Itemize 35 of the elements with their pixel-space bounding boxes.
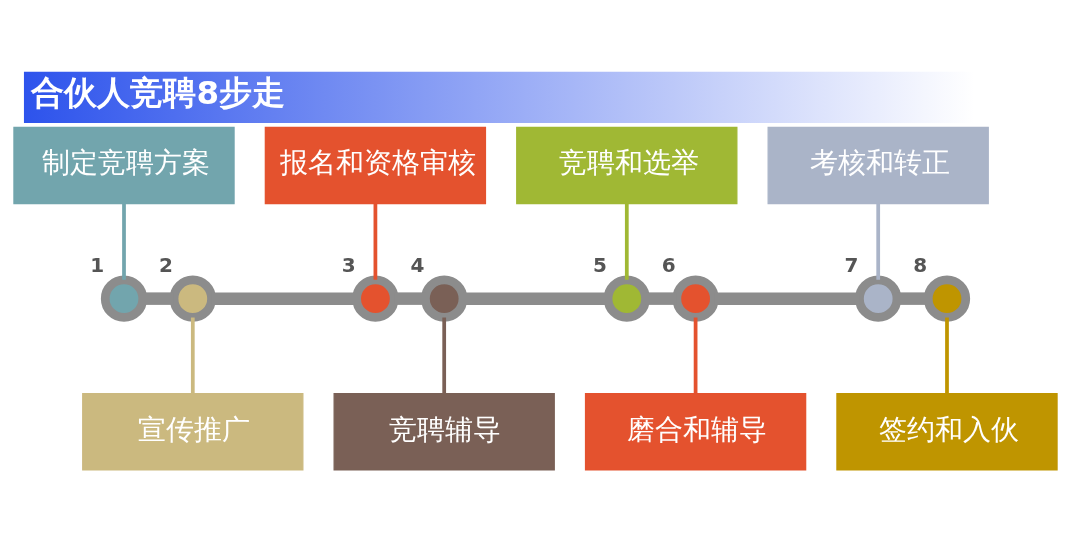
node-box: 磨合和辅导 bbox=[584, 393, 807, 471]
node-circle bbox=[603, 275, 650, 322]
connector bbox=[373, 203, 378, 280]
node-label: 6 bbox=[661, 253, 676, 278]
node-circle bbox=[923, 275, 971, 322]
node-circle bbox=[855, 275, 902, 322]
node-label: 5 bbox=[593, 253, 607, 278]
node-label: 3 bbox=[341, 253, 356, 278]
connector bbox=[190, 317, 195, 394]
node-label: 1 bbox=[90, 253, 105, 278]
node-box: 签约和入伙 bbox=[836, 393, 1058, 471]
node-circle bbox=[100, 275, 148, 322]
node-circle bbox=[672, 275, 719, 322]
node-label: 4 bbox=[410, 253, 425, 278]
connector bbox=[442, 317, 447, 394]
node-box: 竞聘和选举 bbox=[516, 126, 738, 205]
node-label: 2 bbox=[159, 253, 173, 278]
node-circle bbox=[352, 275, 399, 322]
node-label: 8 bbox=[913, 253, 928, 278]
connector bbox=[693, 317, 698, 394]
connector bbox=[624, 203, 629, 280]
connector bbox=[122, 203, 126, 280]
node-box: 报名和资格审核 bbox=[264, 126, 487, 205]
diagram-title: 合伙人竞聘8步走 bbox=[31, 73, 286, 112]
connector bbox=[876, 203, 881, 280]
node-box: 竞聘辅导 bbox=[333, 393, 555, 471]
node-circle bbox=[169, 275, 216, 322]
node-box: 宣传推广 bbox=[82, 393, 304, 471]
node-box: 考核和转正 bbox=[767, 126, 989, 205]
node-box: 制定竞聘方案 bbox=[13, 126, 235, 205]
node-circle bbox=[421, 275, 468, 322]
node-label: 7 bbox=[844, 253, 859, 278]
connector bbox=[945, 317, 949, 394]
connector bbox=[463, 292, 608, 305]
connector bbox=[897, 292, 928, 305]
